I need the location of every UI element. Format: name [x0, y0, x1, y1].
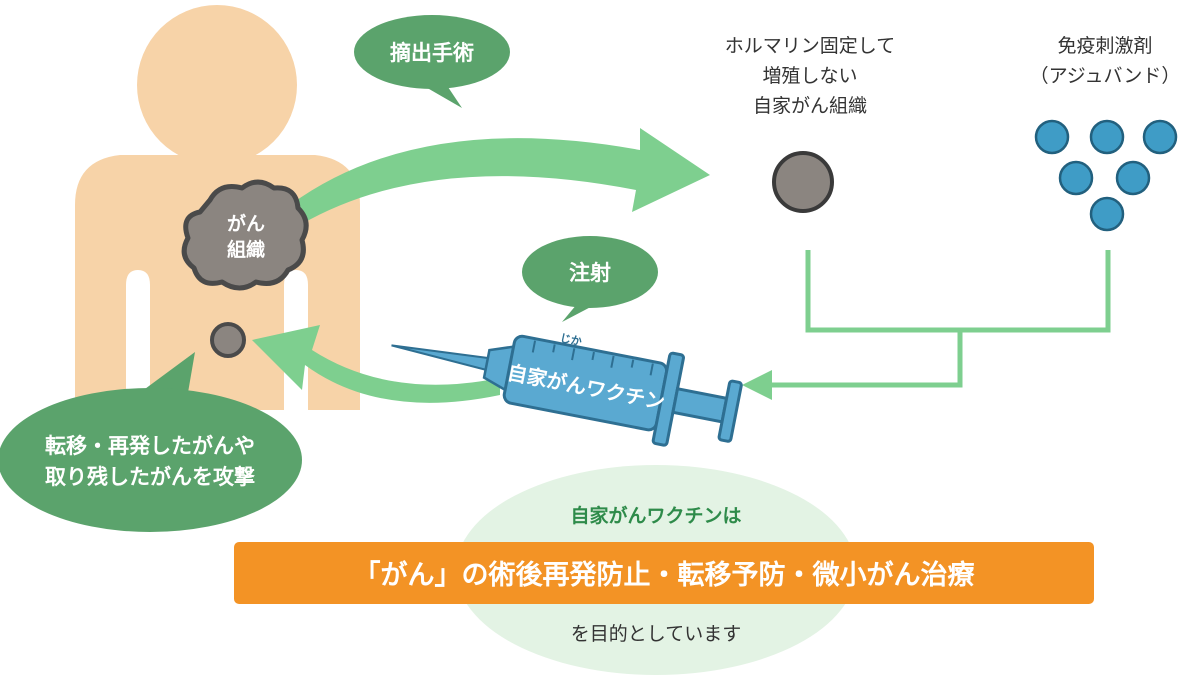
attack-bubble-line2: 取り残したがんを攻撃 — [45, 465, 255, 489]
surgery-bubble-label: 摘出手術 — [390, 41, 474, 65]
attack-bubble: 転移・再発したがんや 取り残したがんを攻撃 — [0, 352, 302, 532]
syringe-ruby: じか — [559, 332, 583, 349]
small-tumor-icon — [210, 322, 246, 358]
injection-arrow-shape — [252, 325, 500, 403]
cloud-tumor-icon — [181, 179, 309, 291]
attack-bubble-body — [0, 388, 302, 532]
mix-connector — [742, 250, 1111, 400]
tumor-label-line1: がん — [227, 212, 265, 235]
mix-arrowhead — [742, 370, 772, 400]
mix-bracket-line — [805, 250, 1111, 333]
mix-feed-line — [770, 330, 963, 388]
syringe-plunger-head — [717, 379, 743, 443]
tumor-label-line2: 組織 — [227, 238, 265, 261]
injection-bubble-body — [522, 236, 658, 308]
summary-intro: 自家がんワクチンは — [570, 504, 741, 527]
formalin-label-line1: ホルマリン固定して — [725, 35, 895, 57]
adjuvant-label-line2: （アジュバンド） — [1030, 65, 1181, 87]
adjuvant-label-line1: 免疫刺激剤 — [1057, 35, 1152, 57]
surgery-arrow-shape — [290, 128, 710, 225]
syringe-icon: じか 自家がんワクチン — [391, 332, 743, 447]
syringe-graduations — [531, 340, 654, 376]
injection-bubble: 注射 — [522, 236, 658, 322]
injection-arrow — [252, 325, 500, 403]
formalin-label-line3: 自家がん組織 — [753, 95, 867, 117]
surgery-bubble: 摘出手術 — [354, 15, 510, 108]
surgery-bubble-body — [354, 15, 510, 89]
summary-banner — [234, 542, 1094, 604]
formalin-label-line2: 増殖しない — [762, 65, 857, 87]
surgery-arrow — [290, 128, 710, 225]
syringe-needle — [391, 344, 490, 371]
syringe-plunger — [671, 386, 729, 424]
summary-banner-text: 「がん」の術後再発防止・転移予防・微小がん治療 — [354, 559, 976, 591]
injection-bubble-label: 注射 — [569, 261, 611, 285]
attack-bubble-line1: 転移・再発したがんや — [45, 434, 255, 458]
summary-outro: を目的としています — [571, 623, 741, 645]
blue-dots-icon — [1034, 119, 1178, 232]
gray-circle-icon — [772, 151, 834, 213]
head-shape — [137, 5, 297, 165]
